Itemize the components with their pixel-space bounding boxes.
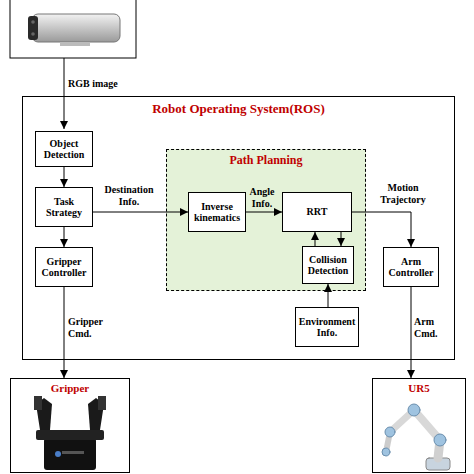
device-frame: UR5	[372, 378, 466, 473]
camera-frame	[10, 0, 136, 58]
gripper-illustration	[34, 396, 106, 470]
edge-label: Destination Info.	[96, 184, 162, 207]
planning-group: Path PlanningInverse kinematics RRT Collis…	[166, 149, 366, 291]
group-heading: Path Planning	[167, 153, 365, 168]
box-label: Arm Controller	[385, 256, 437, 279]
box-label: Gripper Controller	[37, 256, 91, 279]
box-label: Task Strategy	[37, 196, 91, 219]
edge-label: Arm Cmd.	[414, 316, 454, 339]
signal-label: RGB image	[68, 78, 138, 90]
camera-illustration	[28, 14, 120, 46]
group-heading: Gripper	[11, 382, 129, 394]
box-label: RRT	[307, 206, 328, 218]
edge-label: Angle Info.	[244, 186, 280, 209]
process-box: Task Strategy	[35, 187, 93, 227]
box-label: Inverse kinematics	[190, 201, 244, 224]
edge-label: Gripper Cmd.	[68, 316, 112, 339]
edge-label: Motion Trajectory	[372, 182, 434, 205]
device-frame: Gripper	[10, 378, 130, 473]
process-box: Gripper Controller	[35, 247, 93, 287]
group-heading: UR5	[373, 382, 465, 394]
box-label: Collision Detection	[304, 254, 352, 277]
group-heading: Robot Operating System(ROS)	[23, 101, 454, 117]
ur5-arm-illustration	[382, 404, 450, 470]
process-box: RRT	[282, 192, 352, 232]
process-box: Inverse kinematics	[188, 192, 246, 232]
box-label: Environment Info.	[297, 316, 357, 339]
process-box: Object Detection	[35, 131, 93, 167]
box-label: Object Detection	[37, 138, 91, 161]
process-box: Environment Info.	[295, 307, 359, 347]
process-box: Arm Controller	[383, 247, 439, 287]
process-box: Collision Detection	[302, 246, 354, 284]
